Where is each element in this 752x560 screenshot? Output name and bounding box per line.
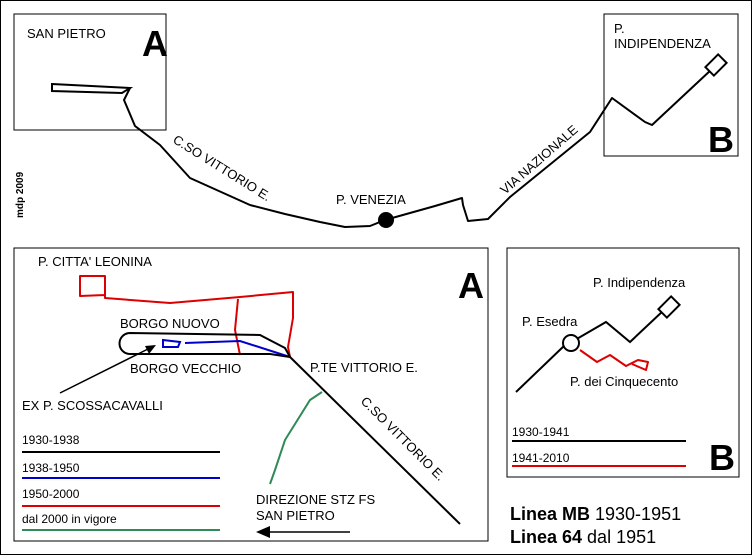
caption-line-2-bold: Linea 64	[510, 527, 582, 547]
inset-b-cinquecento-label: P. dei Cinquecento	[570, 374, 678, 389]
credit-label: mdp 2009	[15, 171, 26, 218]
san-pietro-area-box	[13, 13, 167, 131]
indipendenza-area-box	[603, 13, 739, 157]
route-dal-2000	[269, 391, 323, 485]
inset-b-route-1941-2010	[579, 349, 649, 371]
direction-label-2: SAN PIETRO	[256, 508, 335, 523]
inset-b-box	[506, 247, 740, 478]
route-line-overview	[123, 68, 713, 228]
legend-a-1-label: 1930-1938	[22, 433, 80, 447]
borgo-vecchio-label: BORGO VECCHIO	[130, 361, 241, 376]
inset-a-box	[13, 247, 489, 542]
legend-b-1-label: 1930-1941	[512, 425, 570, 439]
legend-b-2-label: 1941-2010	[512, 451, 570, 465]
caption-line-1: Linea MB 1930-1951	[510, 504, 681, 524]
route-1930-1938	[118, 332, 461, 525]
legend-a-4-label: dal 2000 in vigore	[22, 512, 117, 526]
legend-a-2-label: 1938-1950	[22, 461, 80, 475]
via-nazionale-label: VIA NAZIONALE	[497, 122, 581, 198]
san-pietro-label: SAN PIETRO	[27, 26, 106, 41]
caption-line-1-rest: 1930-1951	[590, 504, 681, 524]
direction-label-1: DIREZIONE STZ FS	[256, 492, 376, 507]
venezia-label: P. VENEZIA	[336, 192, 406, 207]
inset-b-esedra-label: P. Esedra	[522, 314, 578, 329]
esedra-stop	[562, 334, 580, 352]
direction-arrowhead	[256, 526, 270, 538]
indipendenza-label-2: INDIPENDENZA	[614, 36, 711, 51]
indipendenza-label-1: P.	[614, 21, 625, 36]
area-b-marker: B	[708, 119, 734, 160]
caption-line-2: Linea 64 dal 1951	[510, 527, 656, 547]
inset-b-terminal	[656, 294, 682, 320]
route-1938-1950-loop	[162, 338, 182, 348]
corso-vittorio-inset-label: C.SO VITTORIO E.	[358, 394, 448, 484]
caption-line-2-rest: dal 1951	[582, 527, 656, 547]
borgo-nuovo-label: BORGO NUOVO	[120, 316, 220, 331]
caption-line-1-bold: Linea MB	[510, 504, 590, 524]
legend-a-3-label: 1950-2000	[22, 487, 80, 501]
area-a-marker: A	[142, 23, 168, 64]
citta-leonina-label: P. CITTA' LEONINA	[38, 254, 152, 269]
scossacavalli-pointer	[59, 346, 153, 394]
scossacavalli-label: EX P. SCOSSACAVALLI	[22, 398, 163, 413]
route-1938-1950	[184, 339, 291, 358]
venezia-stop	[378, 212, 394, 228]
inset-a-marker: A	[458, 265, 484, 306]
scossacavalli-arrowhead	[145, 345, 156, 354]
inset-b-marker: B	[709, 437, 735, 478]
inset-b-route-1930-1941	[515, 309, 665, 393]
route-1950-2000-outer	[79, 275, 294, 358]
indipendenza-terminal	[703, 52, 729, 78]
route-1950-2000-inner	[233, 298, 241, 356]
ponte-vittorio-label: P.TE VITTORIO E.	[310, 360, 418, 375]
inset-b-indipendenza-label: P. Indipendenza	[593, 275, 686, 290]
san-pietro-loop	[51, 82, 134, 95]
